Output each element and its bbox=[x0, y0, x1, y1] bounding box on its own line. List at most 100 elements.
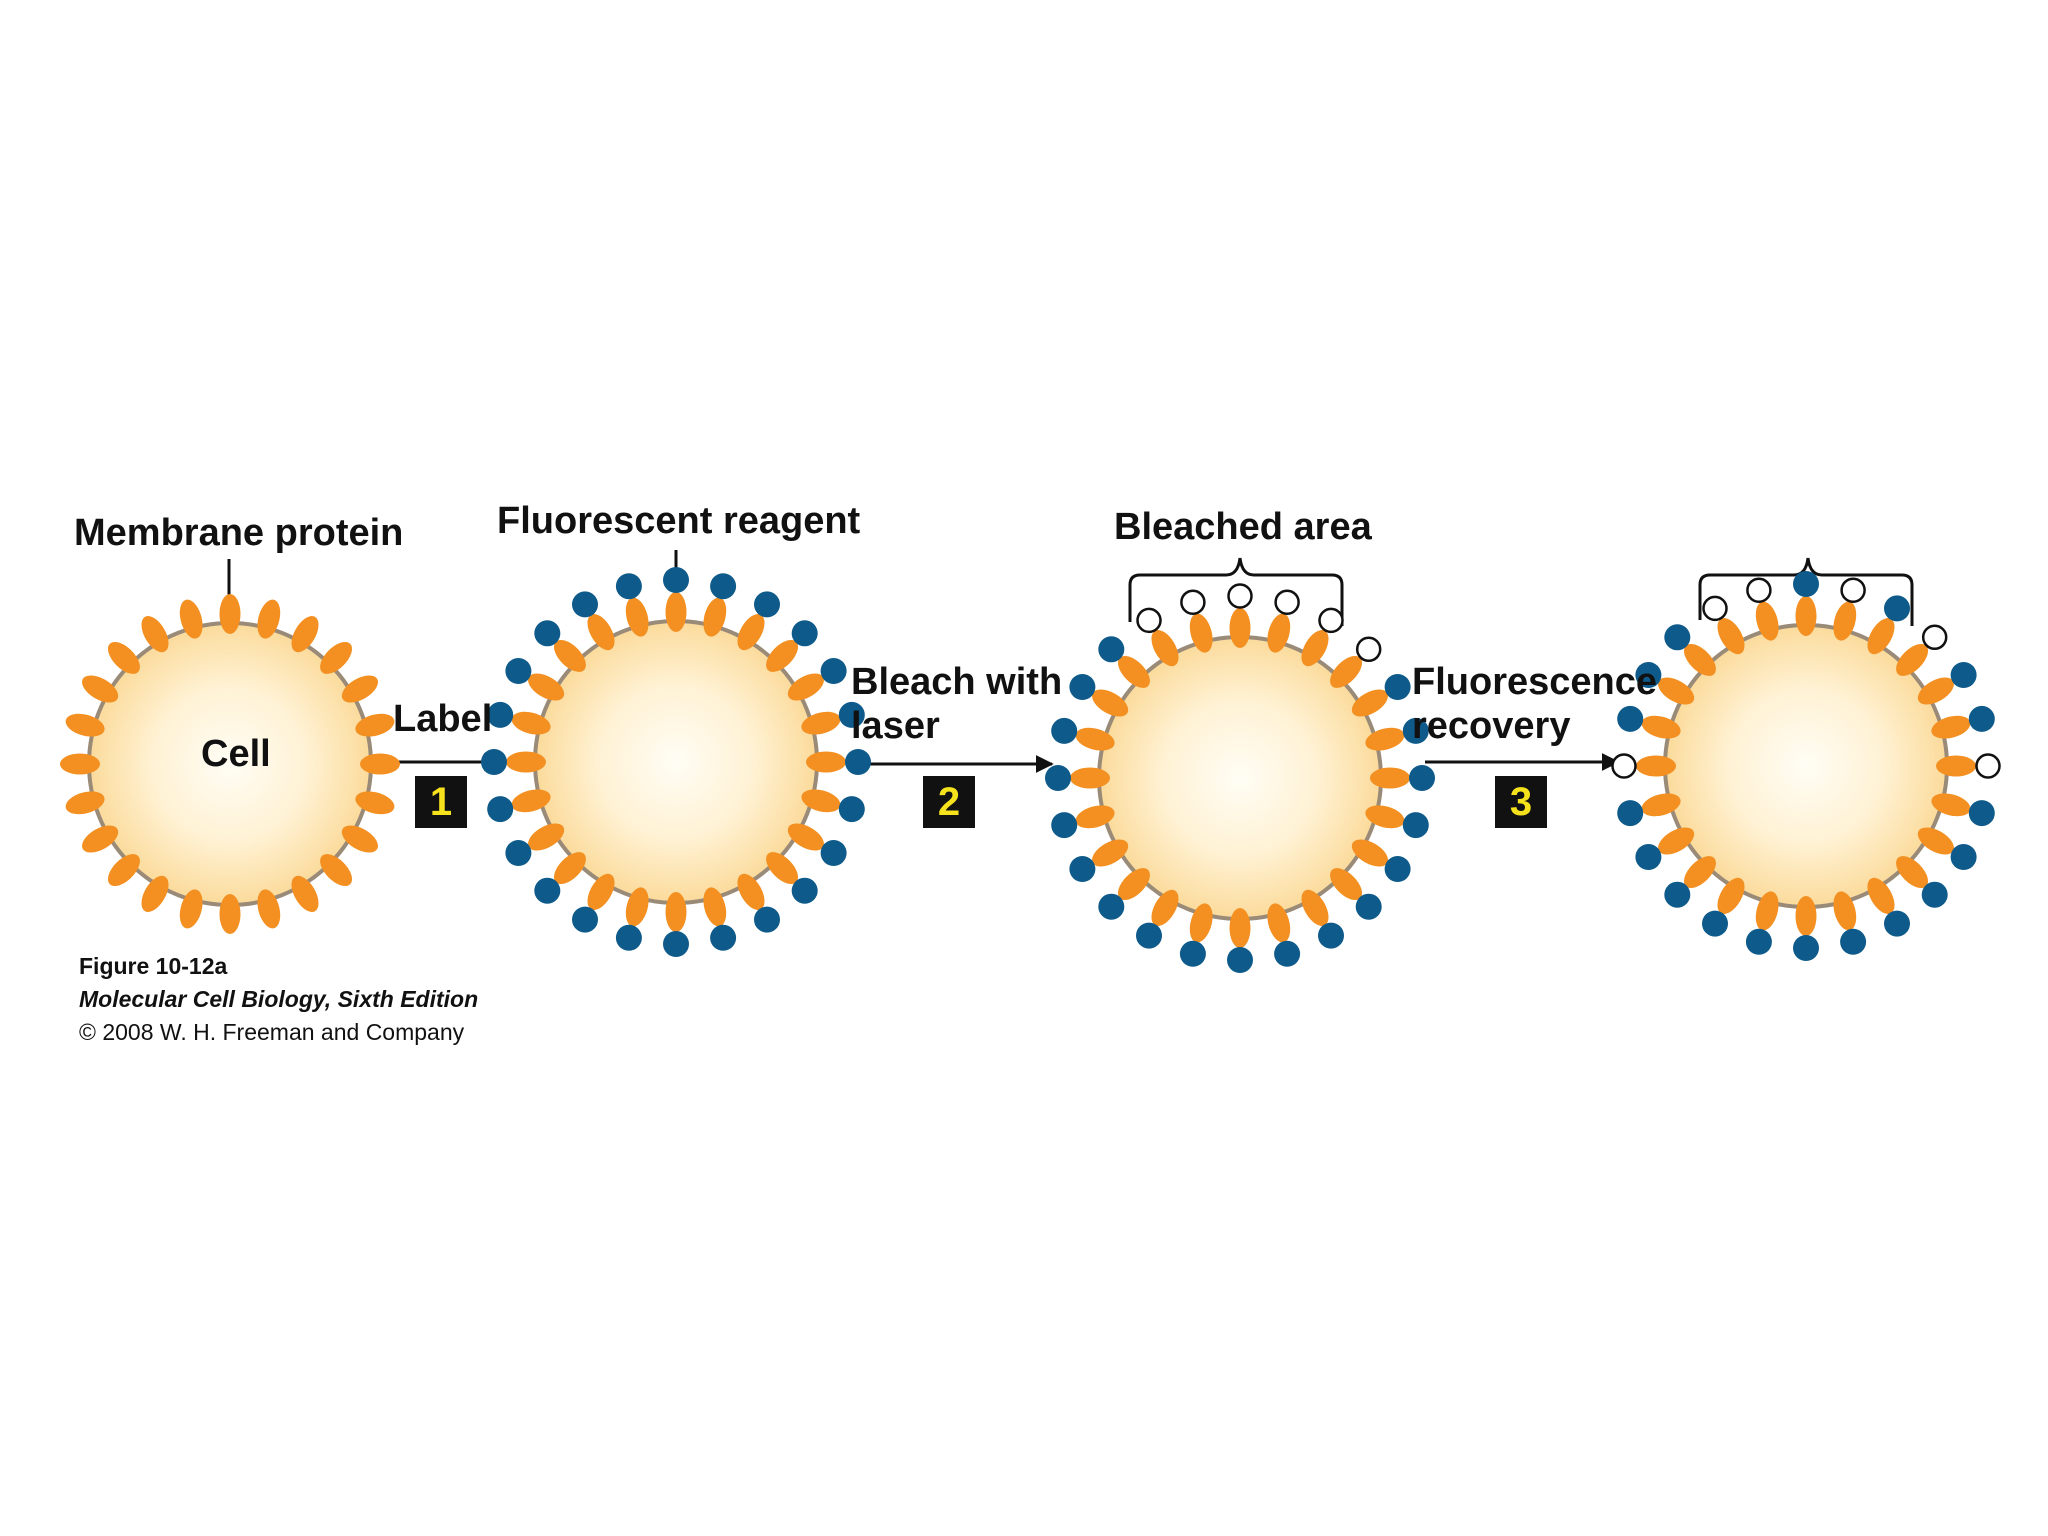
bleached-area-brace bbox=[1128, 557, 1344, 626]
membrane-protein bbox=[806, 751, 846, 773]
membrane-protein bbox=[1330, 868, 1363, 901]
membrane-protein bbox=[1267, 613, 1291, 653]
fluorescent-tag bbox=[1884, 595, 1910, 622]
membrane-protein bbox=[527, 823, 565, 851]
fluorescent-tag bbox=[1664, 624, 1691, 651]
membrane-protein bbox=[1351, 839, 1389, 867]
fluorescent-tag bbox=[1702, 910, 1728, 937]
fluorescent-tag bbox=[534, 877, 561, 904]
fluorescent-tag bbox=[710, 924, 737, 951]
membrane-protein bbox=[1351, 689, 1389, 717]
fluorescent-tag bbox=[1069, 674, 1096, 700]
labeled-cell bbox=[481, 567, 871, 957]
membrane-protein bbox=[355, 713, 395, 737]
fluorescent-tag bbox=[1227, 947, 1253, 973]
recovered-cell bbox=[1611, 571, 2001, 961]
membrane-protein bbox=[65, 713, 105, 737]
recovery-label-line2: recovery bbox=[1412, 705, 1571, 747]
membrane-protein bbox=[1936, 755, 1976, 777]
fluorescent-tag bbox=[1635, 662, 1662, 688]
membrane-protein bbox=[703, 597, 727, 637]
membrane-protein bbox=[257, 599, 281, 639]
fluorescent-tag bbox=[615, 924, 642, 951]
bleached-fluorophore bbox=[1840, 577, 1866, 603]
membrane-protein bbox=[107, 854, 140, 887]
membrane-protein bbox=[1641, 793, 1681, 817]
membrane-protein bbox=[1151, 889, 1179, 927]
bleached-cell bbox=[1045, 583, 1435, 973]
membrane-protein bbox=[1657, 677, 1695, 705]
membrane-protein bbox=[506, 751, 546, 773]
bleached-fluorophore bbox=[1611, 753, 1637, 779]
membrane-protein bbox=[179, 889, 203, 929]
membrane-protein bbox=[81, 825, 119, 853]
fluorescent-tag bbox=[1098, 893, 1125, 920]
membrane-protein bbox=[1365, 727, 1405, 751]
membrane-protein bbox=[1717, 877, 1745, 915]
fluorescent-tag bbox=[845, 749, 871, 775]
fluorescent-tag bbox=[1384, 674, 1411, 700]
bleach-label-line2: laser bbox=[851, 705, 940, 747]
label-step-label: Label bbox=[393, 698, 493, 740]
bleached-fluorophore bbox=[1746, 577, 1772, 603]
fluorescent-tag bbox=[1664, 881, 1691, 908]
figure-number: Figure 10-12a bbox=[79, 953, 228, 979]
membrane-protein bbox=[1117, 868, 1150, 901]
membrane-protein bbox=[511, 789, 551, 813]
fluorescent-tag bbox=[1617, 800, 1644, 827]
bleached-fluorophore bbox=[1702, 595, 1728, 622]
membrane-protein bbox=[553, 852, 586, 885]
membrane-protein bbox=[360, 753, 400, 775]
membrane-protein bbox=[1833, 891, 1857, 931]
bleached-fluorophore bbox=[1180, 589, 1206, 615]
fluorescent-tag bbox=[487, 796, 514, 823]
membrane-protein bbox=[1365, 805, 1405, 829]
bleached-area-label: Bleached area bbox=[1114, 506, 1372, 548]
membrane-protein bbox=[1229, 908, 1251, 948]
fluorescent-tag bbox=[1745, 928, 1772, 955]
membrane-protein bbox=[1683, 643, 1716, 676]
membrane-protein bbox=[766, 639, 799, 672]
copyright-line: © 2008 W. H. Freeman and Company bbox=[79, 1019, 465, 1045]
unlabeled-cell bbox=[60, 594, 400, 934]
fluorescent-tag bbox=[1402, 812, 1429, 839]
fluorescent-tag bbox=[1045, 765, 1071, 791]
membrane-protein bbox=[527, 673, 565, 701]
membrane-protein bbox=[1917, 827, 1955, 855]
fluorescent-tag bbox=[1793, 935, 1819, 961]
membrane-protein bbox=[1636, 755, 1676, 777]
fluorescent-tag bbox=[663, 567, 689, 593]
step-1-badge: 1 bbox=[415, 776, 467, 828]
membrane-protein bbox=[787, 673, 825, 701]
membrane-protein bbox=[291, 875, 319, 913]
membrane-protein bbox=[1117, 655, 1150, 688]
fluorescent-tag bbox=[1635, 844, 1662, 870]
membrane-protein bbox=[1075, 805, 1115, 829]
fluorescent-tag bbox=[1098, 636, 1125, 663]
fluorescent-tag bbox=[1409, 765, 1435, 791]
fluorescent-tag bbox=[481, 749, 507, 775]
membrane-protein bbox=[81, 675, 119, 703]
fluorescent-tag bbox=[838, 796, 865, 823]
fluorescent-tag bbox=[1793, 571, 1819, 597]
fluorescent-tag bbox=[820, 658, 847, 684]
membrane-protein bbox=[703, 887, 727, 927]
membrane-protein bbox=[107, 641, 140, 674]
bleached-fluorophore bbox=[1318, 607, 1344, 634]
fluorescent-tag bbox=[534, 620, 561, 647]
membrane-protein bbox=[1795, 896, 1817, 936]
membrane-protein bbox=[553, 639, 586, 672]
fluorescent-tag bbox=[1617, 705, 1644, 732]
fluorescent-tag bbox=[487, 701, 514, 728]
step-3-badge: 3 bbox=[1495, 776, 1547, 828]
membrane-protein bbox=[60, 753, 100, 775]
membrane-protein bbox=[1931, 793, 1971, 817]
fluorescent-tag bbox=[572, 906, 598, 933]
membrane-protein bbox=[320, 641, 353, 674]
fluorescent-tag bbox=[820, 840, 847, 866]
membrane-protein bbox=[787, 823, 825, 851]
membrane-protein bbox=[355, 791, 395, 815]
membrane-protein bbox=[219, 594, 241, 634]
membrane-protein bbox=[625, 597, 649, 637]
fluorescent-tag bbox=[1884, 910, 1910, 937]
